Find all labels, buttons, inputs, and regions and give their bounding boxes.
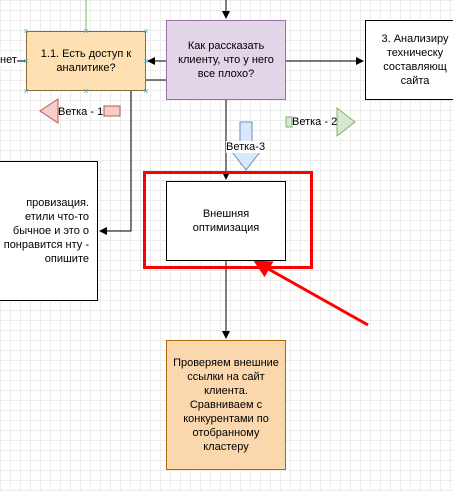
node-analyze-text: 3. Анализиру техническу составляющ сайта xyxy=(381,33,449,87)
branch2-tail xyxy=(285,116,293,128)
node-external-optimization[interactable]: Внешняя оптимизация xyxy=(166,181,286,261)
selection-handle-icon[interactable]: × xyxy=(143,56,149,66)
selection-handle-icon[interactable]: × xyxy=(143,86,149,96)
annotation-red-arrow xyxy=(253,260,369,327)
connector-how-to-improv[interactable] xyxy=(99,79,166,235)
node-access-text: 1.1. Есть доступ к аналитике? xyxy=(40,48,132,74)
branch3-label[interactable]: Ветка-3 xyxy=(226,141,266,153)
node-improv-text: провизация. етили что-то бычное и это о … xyxy=(3,197,89,265)
node-improvisation[interactable]: провизация. етили что-то бычное и это о … xyxy=(0,161,98,301)
node-how-text: Как рассказать клиенту, что у него все п… xyxy=(178,40,274,80)
edge-label-net[interactable]: нет xyxy=(0,54,17,66)
node-access-analytics[interactable]: 1.1. Есть доступ к аналитике? xyxy=(26,31,146,91)
branch3-arrow-icon[interactable] xyxy=(230,151,262,171)
highlight-box xyxy=(143,171,313,269)
branch1-arrow-icon[interactable] xyxy=(39,98,59,124)
branch1-label[interactable]: Ветка - 1 xyxy=(58,106,104,118)
selection-handle-icon[interactable]: × xyxy=(23,56,29,66)
selection-handle-icon[interactable]: × xyxy=(23,26,29,36)
branch1-tail xyxy=(103,105,121,117)
selection-handle-icon[interactable]: × xyxy=(83,26,89,36)
selection-handle-icon[interactable]: × xyxy=(143,26,149,36)
branch2-label[interactable]: Ветка - 2 xyxy=(292,116,338,128)
node-ext-text: Внешняя оптимизация xyxy=(192,208,260,234)
node-analyze-tech[interactable]: 3. Анализиру техническу составляющ сайта xyxy=(365,20,453,100)
branch2-arrow-icon[interactable] xyxy=(336,106,356,138)
node-check-links[interactable]: Проверяем внешние ссылки на сайт клиента… xyxy=(166,340,286,470)
selection-handle-icon[interactable]: × xyxy=(83,86,89,96)
selection-handle-icon[interactable]: × xyxy=(23,86,29,96)
node-how-to-tell[interactable]: Как рассказать клиенту, что у него все п… xyxy=(166,20,286,100)
node-check-text: Проверяем внешние ссылки на сайт клиента… xyxy=(173,357,279,453)
